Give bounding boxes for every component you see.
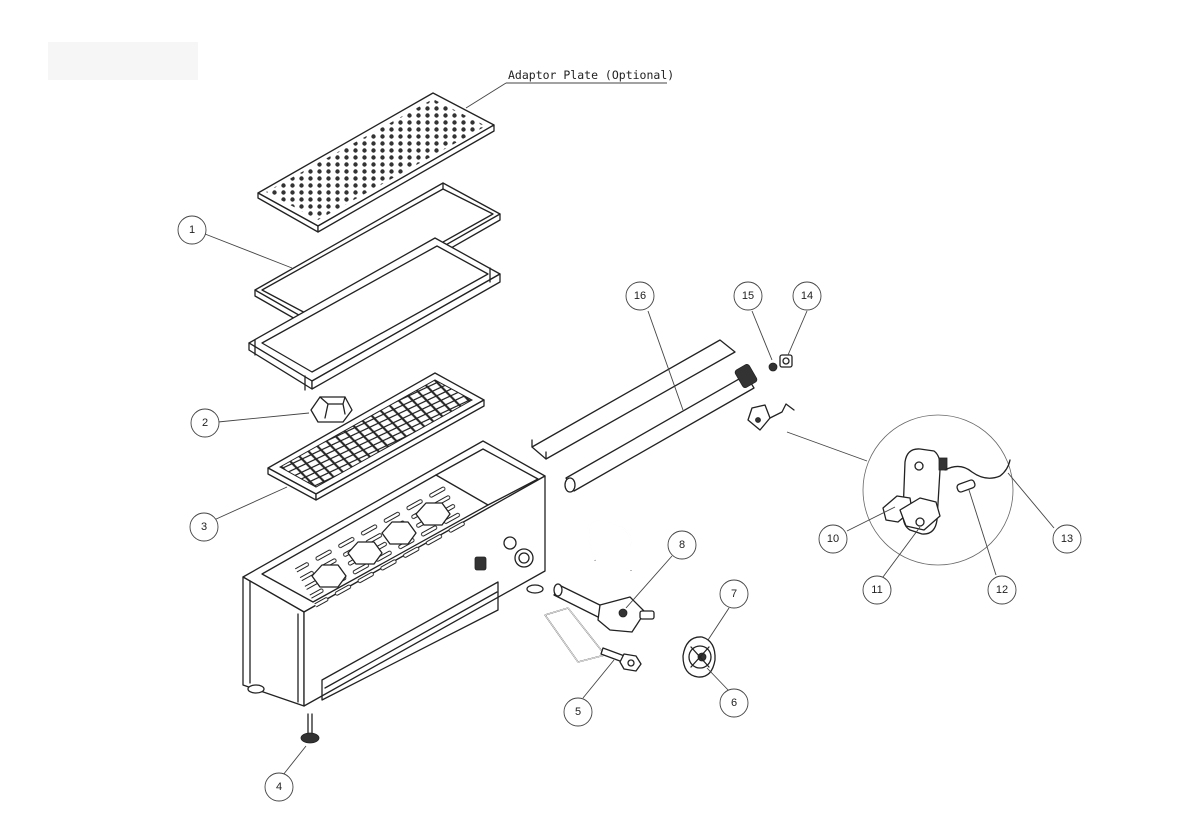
svg-text:6: 6: [731, 697, 737, 709]
adaptor-plate-title: Adaptor Plate (Optional): [508, 68, 674, 82]
grill-frame-part-1: [254, 182, 501, 329]
callout-12: 12: [987, 575, 1017, 605]
svg-text:13: 13: [1061, 533, 1073, 545]
svg-text:2: 2: [202, 417, 208, 429]
svg-text:14: 14: [801, 290, 813, 302]
callout-1: 1: [177, 215, 207, 245]
svg-text:11: 11: [871, 584, 882, 596]
burner-cap-part-2: [310, 396, 353, 423]
svg-text:8: 8: [679, 539, 685, 551]
gas-tube: [587, 518, 633, 571]
fitting-part-14: [779, 354, 793, 368]
callout-6: 6: [719, 688, 749, 718]
svg-text:15: 15: [742, 290, 754, 302]
svg-text:4: 4: [276, 781, 282, 793]
fitting-part-15: [768, 362, 778, 372]
detail-view: [786, 414, 1014, 566]
callout-5: 5: [563, 697, 593, 727]
callout-15: 15: [733, 281, 763, 311]
burner-tube-part-16: [531, 339, 758, 493]
svg-text:7: 7: [731, 588, 737, 600]
callout-leaders: [204, 233, 1055, 776]
drip-tray: [248, 237, 501, 391]
valve-stem-part-5: [600, 647, 642, 672]
gas-valve-part-8: [553, 583, 655, 633]
callout-4: 4: [264, 772, 294, 802]
svg-text:10: 10: [827, 533, 839, 545]
adjustable-foot-part-4: [300, 713, 320, 744]
callout-11: 11: [862, 575, 892, 605]
callout-10: 10: [818, 524, 848, 554]
cooking-grate-part-3: [267, 372, 485, 501]
svg-text:3: 3: [201, 521, 207, 533]
control-knob-part-6-7: [682, 636, 716, 678]
adaptor-plate: [257, 92, 495, 233]
svg-text:1: 1: [189, 224, 195, 236]
adaptor-plate-leader: [465, 82, 507, 109]
svg-text:5: 5: [575, 706, 581, 718]
callout-14: 14: [792, 281, 822, 311]
callout-16: 16: [625, 281, 655, 311]
electrode-bracket: [747, 403, 795, 431]
callout-8: 8: [667, 530, 697, 560]
watermark-box: [48, 42, 198, 80]
svg-text:16: 16: [634, 290, 646, 302]
grill-body: [242, 440, 546, 707]
callout-3: 3: [189, 512, 219, 542]
callout-7: 7: [719, 579, 749, 609]
svg-text:12: 12: [996, 584, 1008, 596]
callout-2: 2: [190, 408, 220, 438]
callout-13: 13: [1052, 524, 1082, 554]
